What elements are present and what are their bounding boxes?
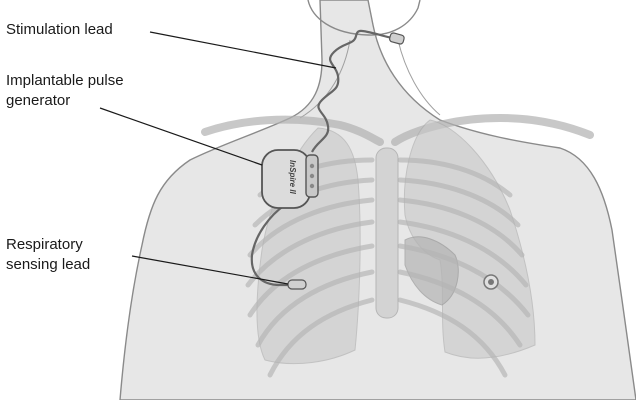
ipg-brand-text: InSpire II [288, 160, 297, 195]
ipg-connector-3 [310, 184, 314, 188]
sensing-label-line1: Respiratory [6, 235, 83, 254]
ipg-connector-1 [310, 164, 314, 168]
stimulation-leader-line [150, 32, 336, 68]
sensing-label-line2: sensing lead [6, 255, 90, 274]
marker-dot [488, 279, 494, 285]
stimulation-lead-label: Stimulation lead [6, 20, 113, 39]
sternum [376, 148, 398, 318]
stimulation-cuff [389, 32, 405, 44]
ipg-label-line1: Implantable pulse [6, 71, 124, 90]
ipg-label-line2: generator [6, 91, 70, 110]
ipg-connector-2 [310, 174, 314, 178]
ipg-body [262, 150, 310, 208]
ipg-leader-line [100, 108, 262, 165]
sensing-lead-tip [288, 280, 306, 289]
